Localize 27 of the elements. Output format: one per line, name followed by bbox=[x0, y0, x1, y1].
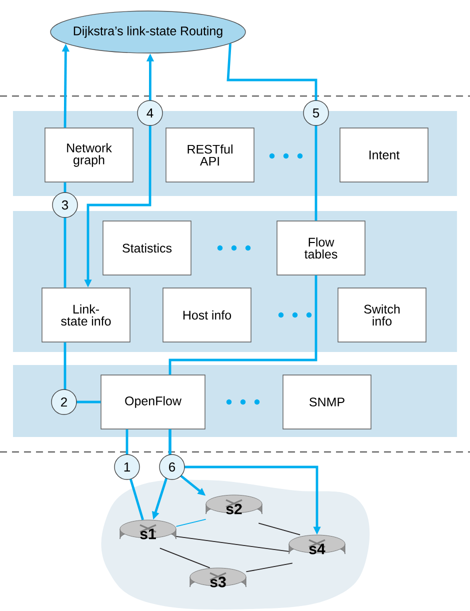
process-box: Network graph bbox=[44, 128, 134, 182]
process-box: Switch info bbox=[338, 288, 426, 342]
switch-router: s2 bbox=[206, 494, 262, 514]
switch-router: s4 bbox=[288, 534, 346, 554]
step-number: 5 bbox=[303, 100, 329, 126]
connector-line bbox=[176, 518, 206, 527]
step-number: 1 bbox=[114, 454, 140, 480]
process-box: Host info bbox=[162, 288, 252, 342]
process-box: SNMP bbox=[282, 374, 372, 430]
switch-router: s3 bbox=[190, 568, 246, 588]
step-number: 4 bbox=[137, 100, 163, 126]
step-number: 6 bbox=[159, 454, 185, 480]
process-box: Intent bbox=[340, 128, 428, 182]
process-box: RESTful API bbox=[166, 128, 254, 182]
connector-line bbox=[176, 536, 290, 552]
switch-router: s1 bbox=[120, 520, 176, 540]
connector-line bbox=[168, 275, 318, 375]
connector-line bbox=[258, 522, 301, 536]
process-box: Statistics bbox=[102, 220, 192, 276]
process-box: OpenFlow bbox=[100, 374, 206, 430]
connector-line bbox=[226, 44, 318, 221]
step-number: 3 bbox=[52, 192, 78, 218]
connector-line bbox=[246, 562, 293, 572]
process-box: Link-state info bbox=[42, 288, 130, 342]
process-box: Flow tables bbox=[276, 220, 366, 276]
connector-line bbox=[159, 548, 210, 568]
step-number: 2 bbox=[51, 389, 77, 415]
